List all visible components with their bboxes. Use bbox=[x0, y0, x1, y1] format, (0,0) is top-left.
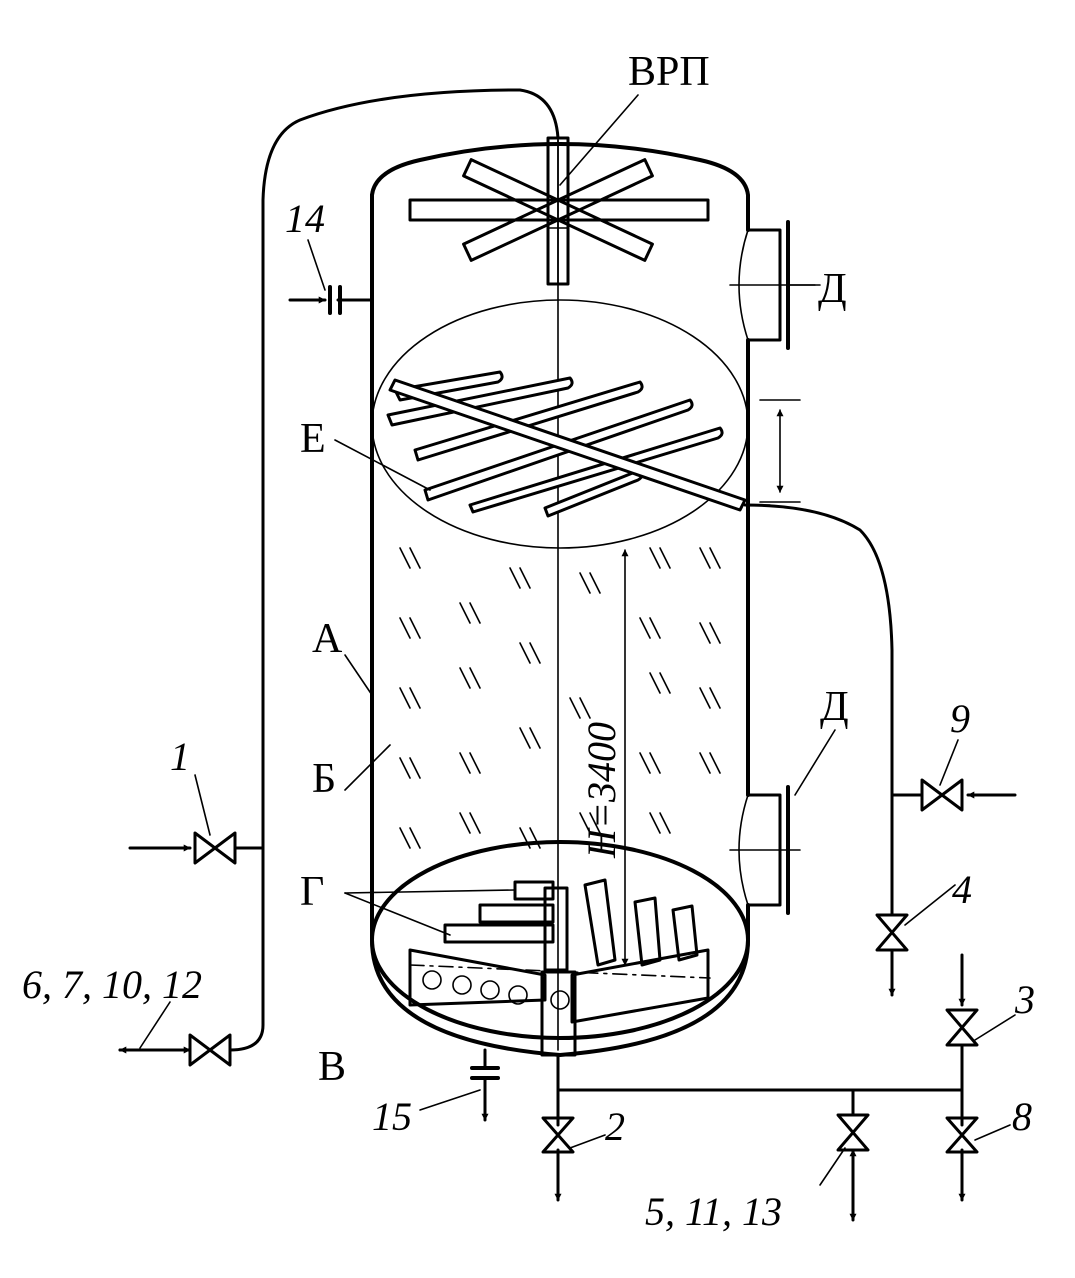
label-valve-3: 3 bbox=[1014, 977, 1035, 1022]
label-flange-bottom: Д bbox=[820, 684, 849, 730]
top-rotor bbox=[408, 136, 710, 286]
valve-9 bbox=[920, 778, 964, 812]
bottom-piping bbox=[118, 296, 1017, 1222]
label-valve-1: 1 bbox=[170, 734, 190, 779]
valve-2 bbox=[541, 1116, 575, 1154]
label-distributor: Е bbox=[300, 416, 326, 462]
label-valve-8: 8 bbox=[1012, 1094, 1032, 1139]
distributor bbox=[371, 299, 771, 549]
valve-5 bbox=[836, 1113, 870, 1152]
label-valve-2: 2 bbox=[605, 1104, 625, 1149]
label-flange-top: Д bbox=[818, 266, 847, 312]
fill-hatching bbox=[399, 547, 721, 849]
label-valve-5: 5, 11, 13 bbox=[645, 1189, 782, 1234]
upper-flange bbox=[729, 220, 821, 350]
label-collector: Г bbox=[300, 869, 324, 915]
valve-3 bbox=[945, 1008, 979, 1047]
vessel-shell bbox=[370, 142, 750, 1057]
label-valve-14: 14 bbox=[285, 196, 325, 241]
label-shell: А bbox=[312, 616, 343, 662]
label-vrp: ВРП bbox=[628, 49, 710, 95]
leader-lines bbox=[139, 94, 1016, 1186]
label-valve-4: 4 bbox=[952, 867, 972, 912]
valve-4 bbox=[875, 913, 909, 952]
label-valve-15: 15 bbox=[372, 1094, 412, 1139]
lower-flange bbox=[729, 785, 801, 915]
label-valve-9: 9 bbox=[950, 696, 970, 741]
label-bottom: В bbox=[318, 1044, 346, 1090]
top-pipe bbox=[228, 88, 560, 1052]
right-pipe bbox=[743, 503, 894, 917]
valve-8 bbox=[945, 1116, 979, 1154]
label-fill: Б bbox=[312, 756, 336, 802]
valve-1 bbox=[193, 831, 237, 865]
height-label: H=3400 bbox=[579, 722, 624, 859]
label-valve-6: 6, 7, 10, 12 bbox=[22, 962, 202, 1007]
flange-marks bbox=[328, 285, 500, 1080]
valve-6 bbox=[188, 1033, 232, 1067]
distributor-dimension bbox=[759, 399, 801, 503]
